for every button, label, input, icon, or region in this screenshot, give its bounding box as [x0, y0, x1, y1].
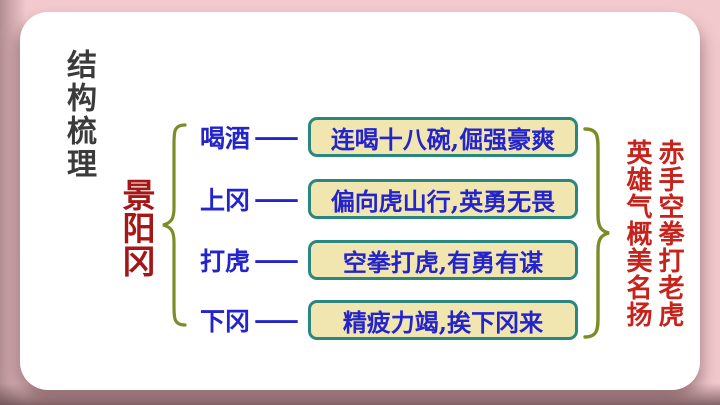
- left-brace: [162, 123, 187, 327]
- diagram-row-shanggang: 上冈 —— 偏向虎山行,英勇无畏: [200, 178, 578, 220]
- slide-card: 结构梳理 景阳冈 喝酒 —— 连喝十八碗,倔强豪爽 上冈 —— 偏向虎山行,英勇…: [20, 12, 700, 390]
- connector-dash: ——: [254, 122, 299, 151]
- topic-label: 景阳冈: [117, 178, 156, 277]
- detail-text: 精疲力竭,挨下冈来: [342, 307, 544, 337]
- connector-dash: ——: [254, 305, 299, 334]
- row-label: 喝酒: [200, 124, 251, 153]
- row-label: 打虎: [200, 247, 251, 276]
- diagram-row-xiagang: 下冈 —— 精疲力竭,挨下冈来: [200, 299, 578, 341]
- detail-text: 偏向虎山行,英勇无畏: [330, 186, 556, 216]
- slide-title: 结构梳理: [61, 49, 96, 181]
- detail-box: 精疲力竭,挨下冈来: [308, 300, 578, 340]
- detail-box: 偏向虎山行,英勇无畏: [308, 179, 578, 219]
- diagram-row-dahu: 打虎 —— 空拳打虎,有勇有谋: [200, 239, 578, 281]
- conclusion-line-1: 赤手空拳打老虎: [654, 139, 684, 328]
- detail-text: 空拳打虎,有勇有谋: [342, 247, 544, 277]
- conclusion-line-2: 英雄气概美名扬: [622, 139, 652, 328]
- row-label: 上冈: [200, 186, 251, 215]
- diagram-row-hejiu: 喝酒 —— 连喝十八碗,倔强豪爽: [200, 116, 578, 158]
- connector-dash: ——: [254, 245, 299, 274]
- connector-dash: ——: [254, 184, 299, 213]
- detail-box: 空拳打虎,有勇有谋: [308, 240, 578, 280]
- conclusion-text: 赤手空拳打老虎 英雄气概美名扬: [618, 139, 688, 328]
- detail-box: 连喝十八碗,倔强豪爽: [308, 117, 578, 157]
- right-brace: [583, 127, 610, 339]
- row-label: 下冈: [200, 307, 251, 336]
- detail-text: 连喝十八碗,倔强豪爽: [330, 124, 556, 154]
